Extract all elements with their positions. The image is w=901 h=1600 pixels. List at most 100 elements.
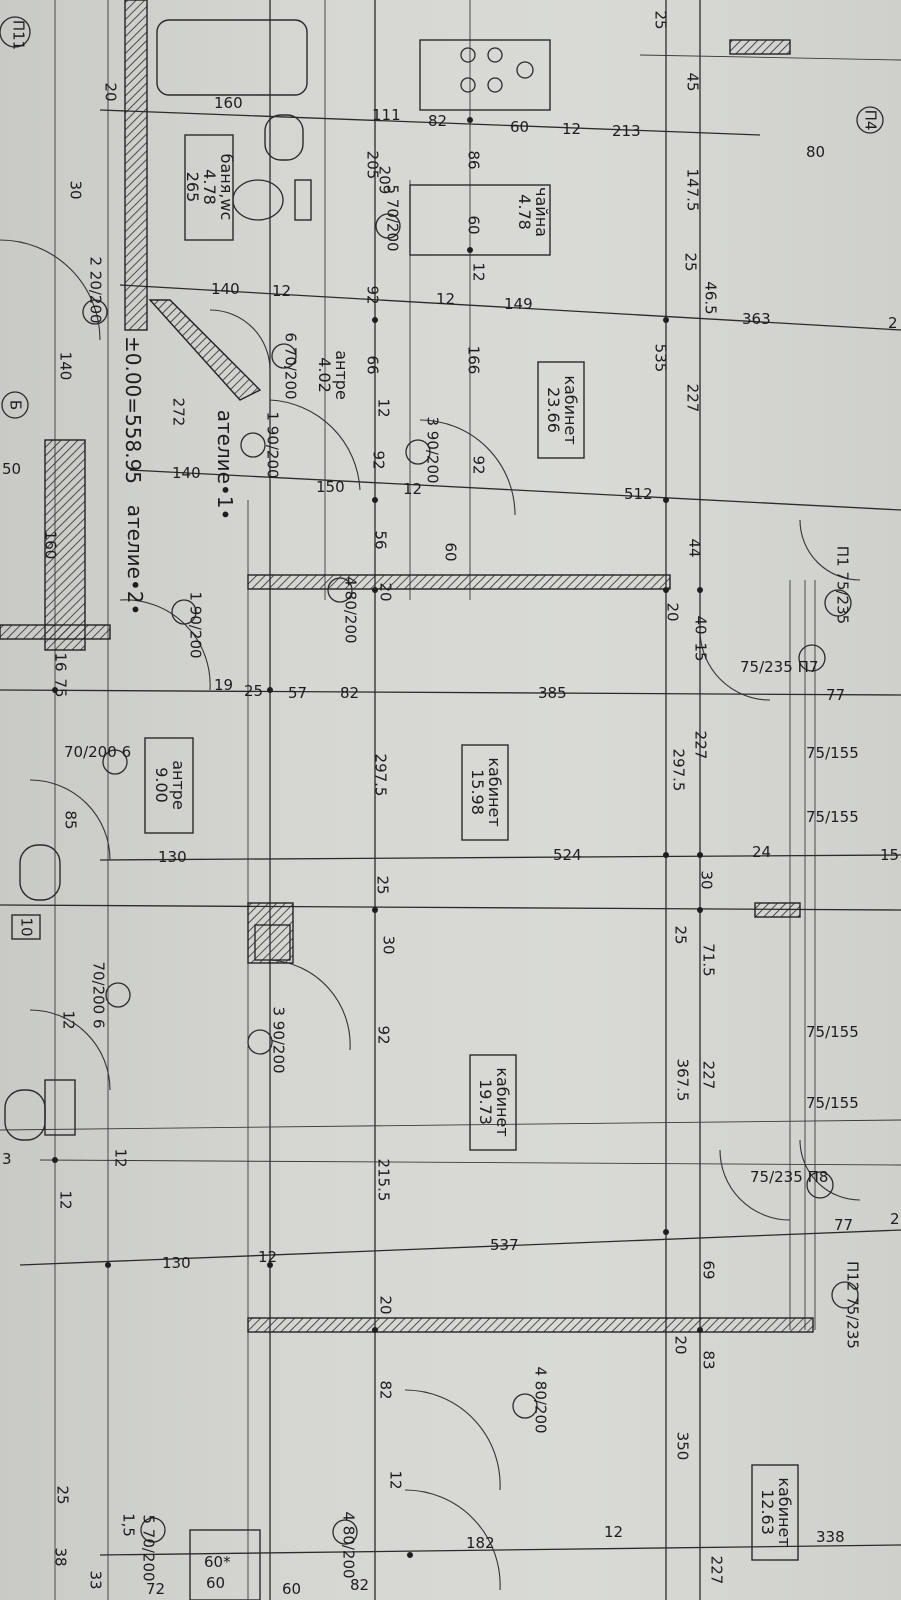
window-mark-number: П12 bbox=[843, 1261, 862, 1292]
dim-label: 60 bbox=[206, 1574, 226, 1592]
door-mark-number: 4 bbox=[339, 1511, 358, 1521]
dim-label: 227 bbox=[699, 1060, 718, 1090]
fixtures bbox=[4, 19, 551, 1600]
dim-label: 92 bbox=[374, 1025, 393, 1045]
door-mark: 3 90/200 bbox=[269, 1006, 288, 1074]
door-mark: 70/200 6 bbox=[64, 745, 131, 760]
dim-label: 160 bbox=[41, 530, 60, 560]
misc-mark: 1,5 bbox=[119, 1513, 138, 1537]
door-mark-size: 80/200 bbox=[339, 1525, 358, 1579]
window-mark-number: П8 bbox=[807, 1168, 829, 1186]
dim-label: 92 bbox=[363, 285, 382, 305]
window-mark: 75/235 П8 bbox=[750, 1170, 828, 1185]
door-swings bbox=[0, 239, 861, 1591]
room-area: 4.78 bbox=[515, 194, 534, 230]
dim-label: 20 bbox=[671, 1335, 690, 1355]
dim-label: 147.5 bbox=[683, 168, 702, 212]
dim-label: 12 bbox=[272, 282, 292, 300]
dim-label: 2 bbox=[888, 314, 898, 332]
dim-label: 77 bbox=[834, 1216, 854, 1234]
misc-mark: 12 bbox=[111, 1148, 130, 1168]
dim-label: 182 bbox=[466, 1534, 495, 1552]
door-mark: 70/200 6 bbox=[90, 961, 108, 1028]
dim-label: 160 bbox=[214, 94, 243, 112]
dim-label: 130 bbox=[158, 848, 187, 866]
dim-label: 60 bbox=[510, 118, 530, 136]
dim-label: 20 bbox=[376, 1295, 395, 1315]
door-mark-number: 6 bbox=[121, 743, 132, 761]
dim-label: 85 bbox=[61, 810, 80, 830]
room-name: баня,wc bbox=[217, 153, 237, 221]
room-area: 12.63 bbox=[758, 1489, 777, 1535]
door-mark: 2 20/200 bbox=[86, 256, 105, 324]
dim-label: 16 bbox=[51, 652, 70, 672]
window-mark-size: 75/235 bbox=[750, 1168, 803, 1186]
door-mark: 3 90/200 bbox=[424, 416, 442, 483]
dim-label: 86 bbox=[464, 150, 483, 170]
dim-label: 12 bbox=[59, 1010, 78, 1030]
door-mark: 4 80/200 bbox=[341, 576, 360, 643]
door-mark: 5 70/200 bbox=[384, 184, 402, 251]
dim-label: 66 bbox=[363, 355, 382, 375]
door-mark: 1 90/200 bbox=[186, 591, 205, 659]
door-mark-number: 3 bbox=[269, 1006, 288, 1016]
room-area: 23.66 bbox=[544, 387, 563, 433]
door-mark-number: 4 bbox=[341, 576, 360, 586]
dim-label: 12 bbox=[374, 398, 393, 418]
room-area: 4.02 bbox=[315, 357, 334, 393]
door-mark-size: 80/200 bbox=[531, 1380, 550, 1434]
sill-mark: 75/155 bbox=[806, 1094, 859, 1112]
door-mark-size: 70/200 bbox=[64, 743, 117, 761]
door-mark: 6 70/200 bbox=[281, 332, 300, 399]
room-area: 15.98 bbox=[468, 769, 487, 815]
dim-label: 227 bbox=[691, 730, 710, 760]
dim-label: 20 bbox=[663, 602, 682, 622]
window-mark-number: П7 bbox=[797, 658, 819, 676]
door-mark-number: 4 bbox=[531, 1366, 550, 1376]
dim-label: 92 bbox=[369, 450, 388, 470]
dim-label: 82 bbox=[350, 1576, 370, 1594]
room-extra: 265 bbox=[183, 171, 203, 203]
window-mark-number: П11 bbox=[9, 19, 28, 51]
window-mark-number: П1 bbox=[833, 545, 852, 567]
window-mark: П11 bbox=[9, 19, 28, 51]
door-mark-size: 90/200 bbox=[186, 605, 205, 659]
dim-label: 60 bbox=[441, 542, 460, 562]
misc-mark: 60* bbox=[204, 1553, 231, 1571]
dim-label: 25 bbox=[681, 252, 700, 272]
dim-label: 12 bbox=[604, 1523, 624, 1541]
dim-label: 82 bbox=[428, 112, 448, 130]
dim-label: 40 bbox=[691, 615, 710, 635]
dim-label: 30 bbox=[379, 935, 398, 955]
dim-label: 338 bbox=[816, 1528, 845, 1546]
door-mark-size: 20/200 bbox=[86, 270, 105, 324]
vertical-dimension-lines bbox=[54, 0, 816, 1600]
dim-label: 57 bbox=[288, 684, 308, 702]
dim-label: 535 bbox=[651, 343, 670, 373]
dim-label: 30 bbox=[66, 180, 85, 200]
dim-label: 80 bbox=[806, 143, 826, 161]
dim-label: 166 bbox=[464, 345, 483, 375]
dim-label: 140 bbox=[211, 280, 240, 298]
dim-label: 20 bbox=[101, 82, 120, 102]
dim-label: 72 bbox=[146, 1580, 166, 1598]
door-mark-number: 6 bbox=[281, 332, 300, 342]
room-name: кабинет bbox=[560, 375, 580, 445]
dim-label: 56 bbox=[371, 530, 390, 550]
sill-mark: 75/155 bbox=[806, 808, 859, 826]
door-mark-number: 2 bbox=[86, 256, 105, 266]
door-mark-size: 90/200 bbox=[269, 1020, 288, 1074]
room-area: 4.78 bbox=[200, 169, 220, 205]
dim-label: 60 bbox=[282, 1580, 302, 1598]
dim-label: 12 bbox=[469, 262, 488, 282]
dim-label: 149 bbox=[504, 295, 533, 313]
dim-label: 524 bbox=[553, 846, 582, 864]
door-mark-size: 90/200 bbox=[263, 425, 282, 479]
dim-label: 25 bbox=[244, 682, 264, 700]
